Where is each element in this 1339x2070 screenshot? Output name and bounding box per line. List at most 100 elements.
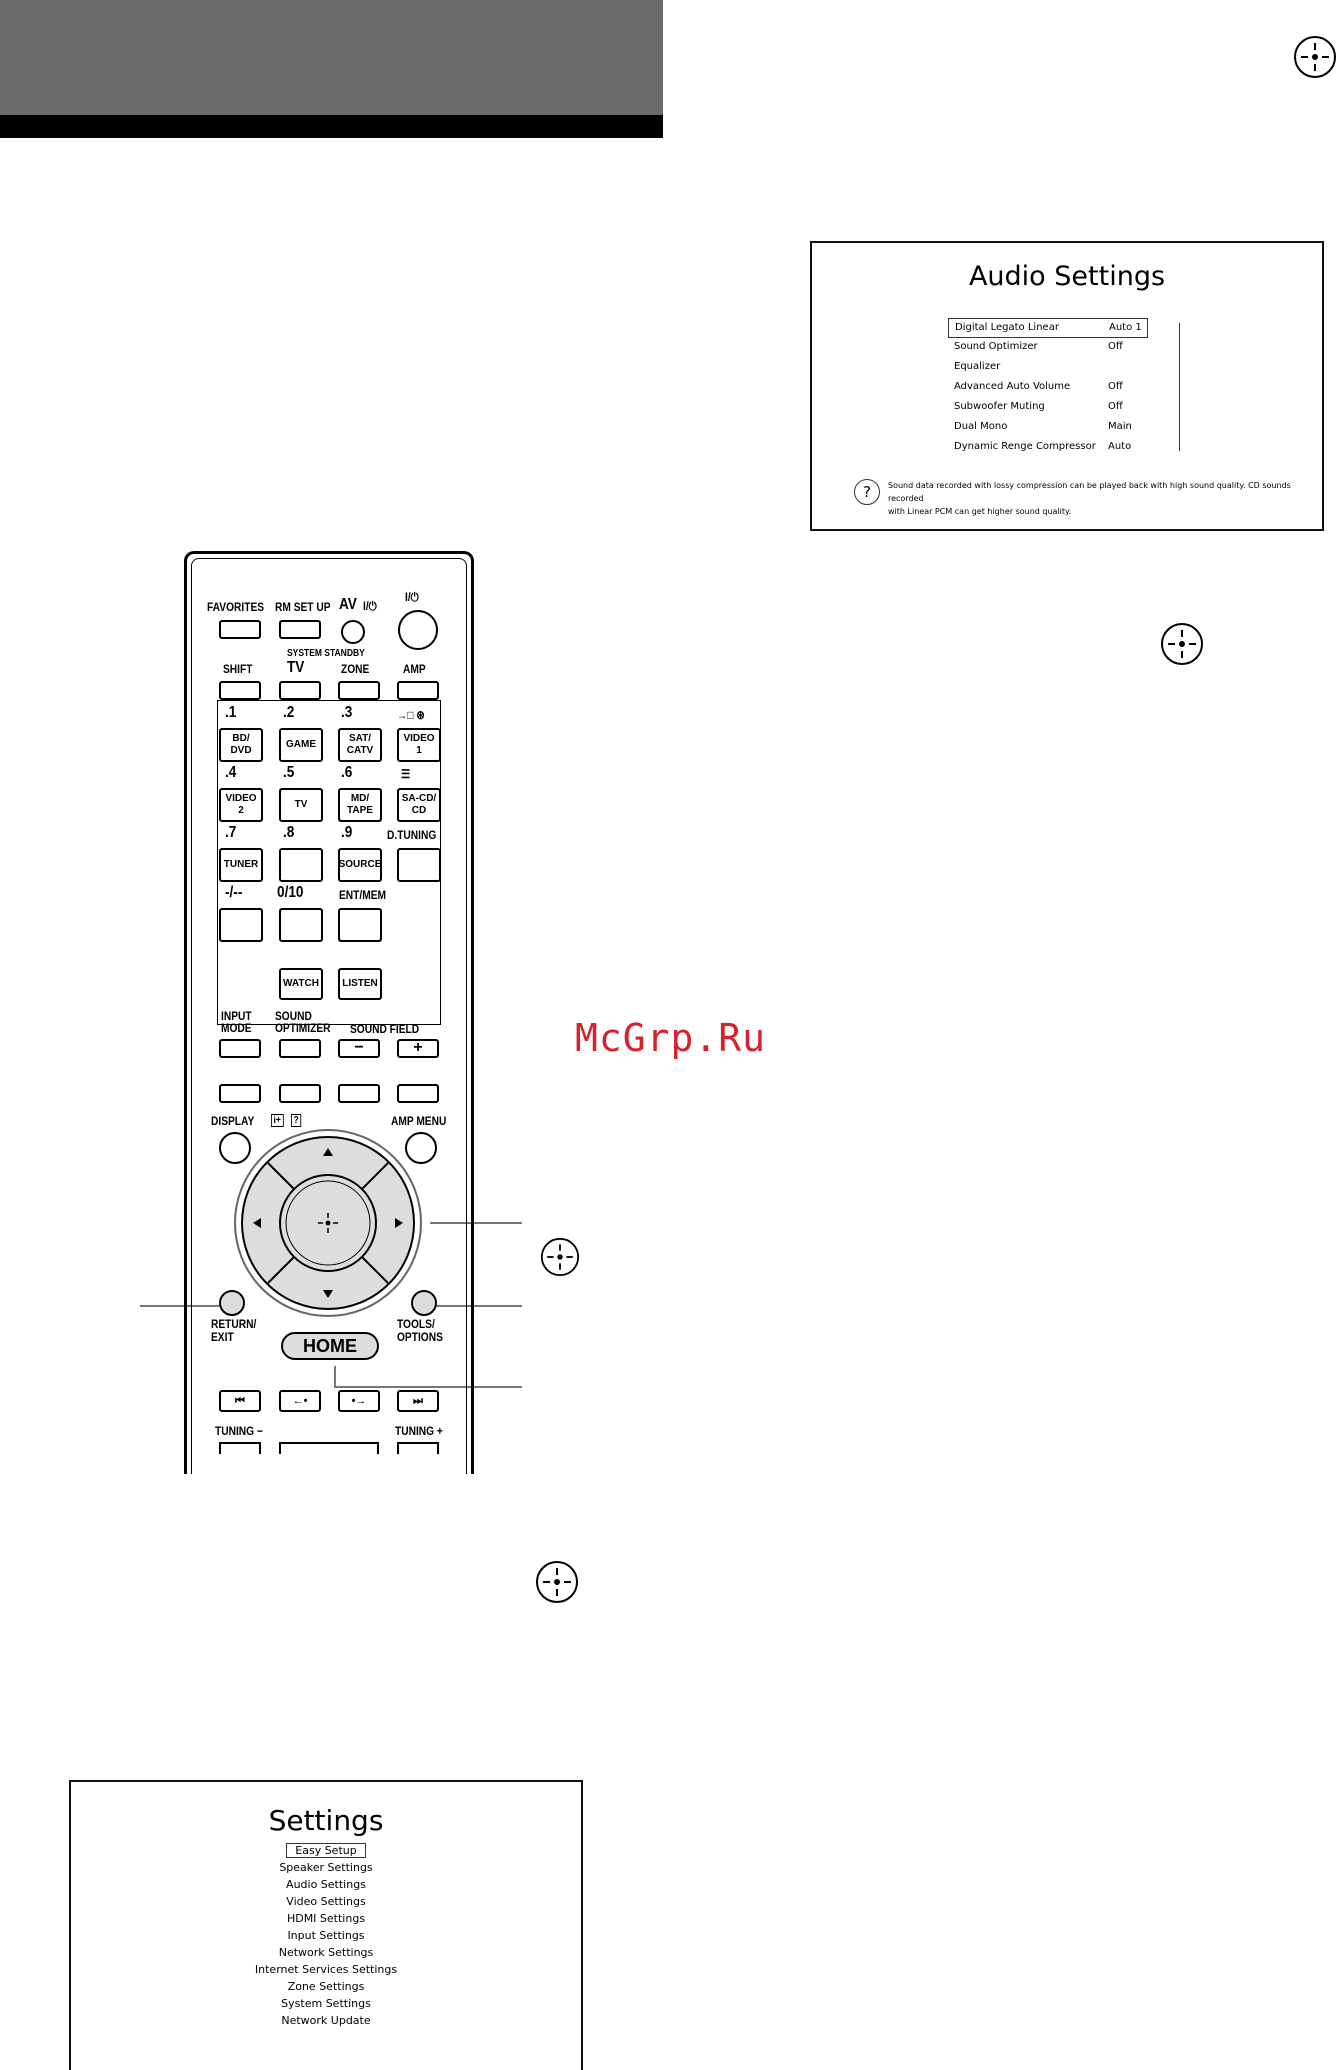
ent-mem-label: ENT/MEM: [339, 888, 387, 902]
settings-item-network[interactable]: Network Settings: [278, 1946, 374, 1959]
replay-button[interactable]: ←•: [279, 1390, 321, 1412]
tuner-button[interactable]: TUNER: [219, 848, 263, 882]
audio-setting-row[interactable]: Dynamic Renge Compressor Auto: [954, 441, 1132, 452]
video2-button[interactable]: VIDEO 2: [219, 788, 263, 822]
settings-item-speaker[interactable]: Speaker Settings: [279, 1861, 373, 1874]
tools-options-label: TOOLS/ OPTIONS: [397, 1317, 443, 1344]
leader-line: [336, 1386, 522, 1388]
d-tuning-button[interactable]: [397, 848, 441, 882]
watermark: McGrp.Ru: [575, 1016, 767, 1060]
audio-setting-row[interactable]: Digital Legato Linear Auto 1: [948, 318, 1148, 338]
zero10-button[interactable]: [279, 908, 323, 942]
tv-button[interactable]: [279, 681, 321, 700]
settings-item-system[interactable]: System Settings: [281, 1997, 371, 2010]
dash-button[interactable]: [219, 908, 263, 942]
zone-button[interactable]: [338, 681, 380, 700]
settings-item-audio[interactable]: Audio Settings: [286, 1878, 366, 1891]
audio-setting-row[interactable]: Dual Mono Main: [954, 421, 1132, 432]
num-3-label: .3: [341, 704, 353, 721]
help-icon: ?: [854, 479, 880, 505]
next-button[interactable]: ⏭: [397, 1390, 439, 1412]
listen-button[interactable]: LISTEN: [338, 968, 382, 1000]
num-2-label: .2: [283, 704, 295, 721]
zero10-label: 0/10: [277, 884, 304, 901]
audio-setting-row[interactable]: Sound Optimizer Off: [954, 341, 1123, 352]
settings-item-zone[interactable]: Zone Settings: [287, 1980, 365, 1993]
advance-button[interactable]: •→: [338, 1390, 380, 1412]
settings-title: Settings: [268, 1804, 384, 1837]
blue-button[interactable]: [397, 1084, 439, 1103]
amp-menu-button[interactable]: [405, 1132, 437, 1164]
scrollbar[interactable]: [1179, 323, 1180, 451]
sat-catv-button[interactable]: SAT/ CATV: [338, 728, 382, 762]
amp-button[interactable]: [397, 681, 439, 700]
source-button[interactable]: SOURCE: [338, 848, 382, 882]
tools-options-button[interactable]: [411, 1290, 437, 1316]
sound-field-plus-button[interactable]: +: [397, 1039, 439, 1058]
play-button[interactable]: [279, 1442, 379, 1454]
directional-pad[interactable]: [233, 1128, 423, 1318]
watch-button[interactable]: WATCH: [279, 968, 323, 1000]
settings-item-network-update[interactable]: Network Update: [281, 2014, 371, 2027]
num-6-label: .6: [341, 764, 353, 781]
num-9-label: .9: [341, 824, 353, 841]
display-label: DISPLAY: [211, 1114, 255, 1128]
rewind-button[interactable]: [219, 1442, 261, 1454]
favorites-label: FAVORITES: [207, 600, 265, 614]
input-mode-button[interactable]: [219, 1039, 261, 1058]
guide-icon: ☰: [401, 767, 411, 781]
input-mode-label: INPUT MODE: [221, 1009, 252, 1035]
av-label: AV: [339, 596, 357, 613]
settings-item-internet-services[interactable]: Internet Services Settings: [254, 1963, 398, 1976]
header-bar: [0, 115, 663, 138]
audio-settings-title: Audio Settings: [968, 261, 1166, 292]
settings-item-input[interactable]: Input Settings: [287, 1929, 365, 1942]
d-tuning-label: D.TUNING: [387, 828, 437, 842]
system-standby-label: SYSTEM STANDBY: [287, 648, 365, 659]
fast-forward-button[interactable]: [397, 1442, 439, 1454]
av-power-button[interactable]: [341, 620, 365, 644]
input-icons: →□ ⊛: [397, 708, 425, 722]
tv-input-button[interactable]: TV: [279, 788, 323, 822]
enter-button-icon: [536, 1561, 578, 1603]
num-7-label: .7: [225, 824, 237, 841]
audio-setting-row[interactable]: Subwoofer Muting Off: [954, 401, 1123, 412]
info-icon: i+: [271, 1114, 284, 1127]
yellow-button[interactable]: [338, 1084, 380, 1103]
num-5-label: .5: [283, 764, 295, 781]
leader-line: [430, 1222, 522, 1224]
help-icon: ?: [291, 1114, 302, 1127]
audio-setting-row[interactable]: Advanced Auto Volume Off: [954, 381, 1123, 392]
tv-label: TV: [287, 659, 305, 676]
return-exit-button[interactable]: [219, 1290, 245, 1316]
settings-item-easy-setup[interactable]: Easy Setup: [71, 1842, 581, 1859]
dash-label: -/--: [225, 884, 243, 901]
tuning-plus-label: TUNING +: [395, 1424, 443, 1438]
rm-set-up-button[interactable]: [279, 620, 321, 639]
red-button[interactable]: [219, 1084, 261, 1103]
sound-field-minus-button[interactable]: −: [338, 1039, 380, 1058]
video1-button[interactable]: VIDEO 1: [397, 728, 441, 762]
power-button[interactable]: [398, 610, 438, 650]
settings-item-hdmi[interactable]: HDMI Settings: [286, 1912, 366, 1925]
audio-settings-screen: Audio Settings Digital Legato Linear Aut…: [810, 241, 1324, 531]
ent-mem-button[interactable]: [338, 908, 382, 942]
settings-item-video[interactable]: Video Settings: [286, 1895, 366, 1908]
tuning-minus-label: TUNING −: [215, 1424, 263, 1438]
game-button[interactable]: GAME: [279, 728, 323, 762]
previous-button[interactable]: ⏮: [219, 1390, 261, 1412]
home-button[interactable]: HOME: [281, 1332, 379, 1360]
leader-line: [334, 1366, 336, 1388]
sa-cd-button[interactable]: SA-CD/ CD: [397, 788, 441, 822]
md-tape-button[interactable]: MD/ TAPE: [338, 788, 382, 822]
power-label: I/⏻: [405, 590, 419, 604]
bd-dvd-button[interactable]: BD/ DVD: [219, 728, 263, 762]
num-8-button[interactable]: [279, 848, 323, 882]
green-button[interactable]: [279, 1084, 321, 1103]
sound-optimizer-button[interactable]: [279, 1039, 321, 1058]
shift-button[interactable]: [219, 681, 261, 700]
av-power-label: I/⏻: [363, 599, 377, 613]
display-button[interactable]: [219, 1132, 251, 1164]
audio-setting-row[interactable]: Equalizer: [954, 361, 1001, 372]
favorites-button[interactable]: [219, 620, 261, 639]
